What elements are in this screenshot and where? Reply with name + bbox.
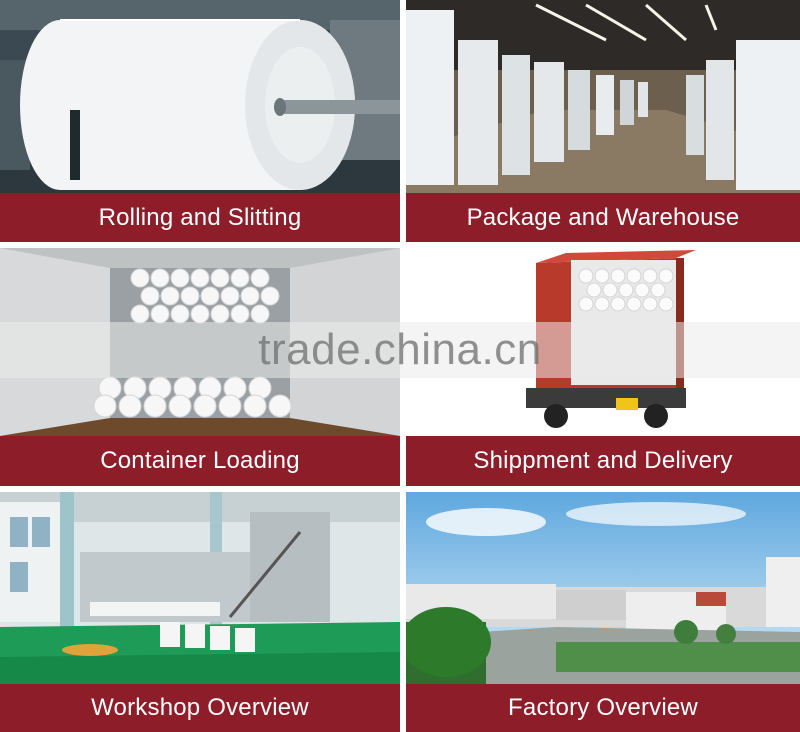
- tile-rolling-and-slitting: Rolling and Slitting: [0, 0, 400, 242]
- tile-caption: Workshop Overview: [0, 684, 400, 732]
- tile-package-and-warehouse: Package and Warehouse: [406, 0, 800, 242]
- tile-caption: Rolling and Slitting: [0, 193, 400, 242]
- delivery-photo: [406, 248, 800, 436]
- warehouse-photo: [406, 0, 800, 193]
- tile-workshop-overview: Workshop Overview: [0, 492, 400, 732]
- tile-shippment-and-delivery: Shippment and Delivery: [406, 248, 800, 486]
- tile-caption: Package and Warehouse: [406, 193, 800, 242]
- tile-caption: Shippment and Delivery: [406, 436, 800, 486]
- container-photo: [0, 248, 400, 436]
- tile-container-loading: Container Loading: [0, 248, 400, 486]
- tile-caption: Factory Overview: [406, 684, 800, 732]
- rolling-photo: [0, 0, 400, 193]
- factory-photo: [406, 492, 800, 684]
- tile-caption: Container Loading: [0, 436, 400, 486]
- workshop-photo: [0, 492, 400, 684]
- tile-factory-overview: Factory Overview: [406, 492, 800, 732]
